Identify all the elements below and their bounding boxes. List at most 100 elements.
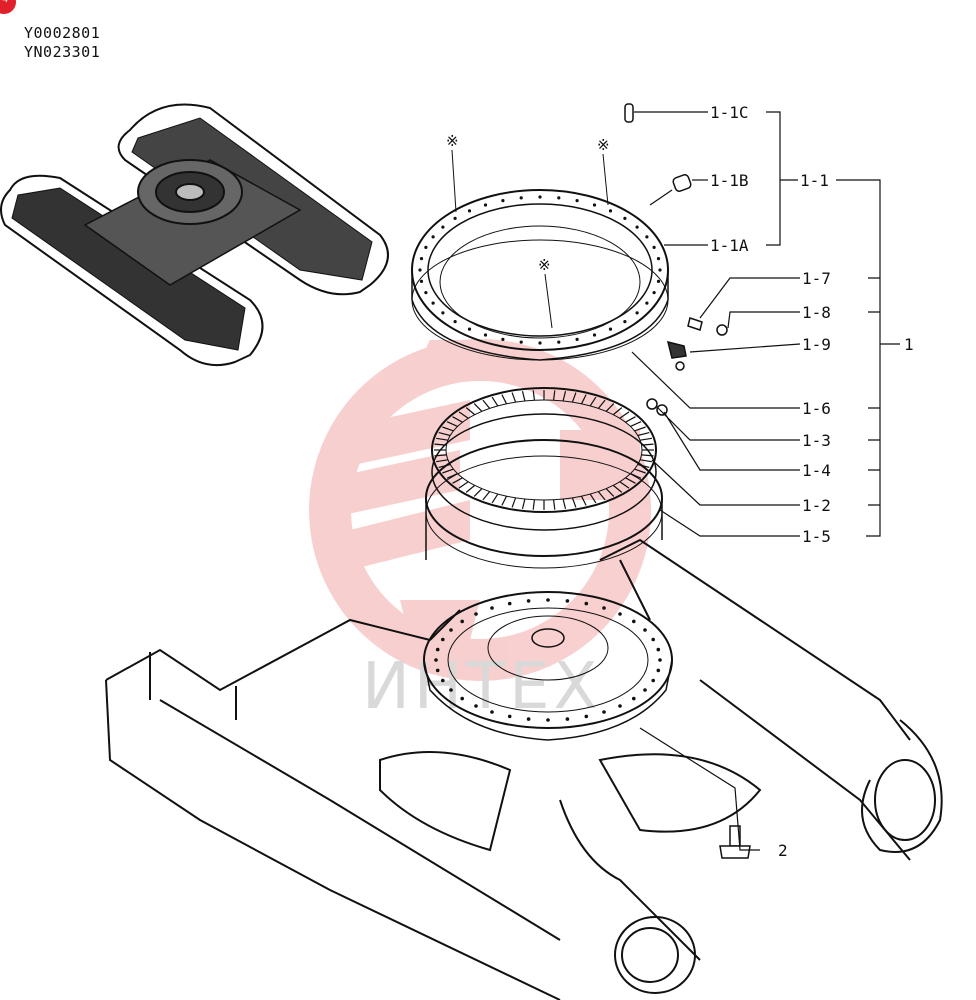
bolt-hole [474, 612, 478, 616]
bolt-hole [467, 327, 472, 331]
gear-tooth [438, 463, 451, 468]
bolt-hole [651, 678, 655, 683]
bolt-2 [719, 825, 751, 859]
bolt-hole [575, 199, 579, 203]
gear-tooth [571, 392, 577, 403]
bolt-hole [453, 320, 457, 324]
bolt-hole [618, 612, 622, 616]
bolt-hole [546, 718, 550, 722]
turntable-bolt-holes [434, 598, 662, 722]
bolt-hole [623, 216, 627, 220]
bolt-hole [645, 301, 649, 305]
gear-tooth [619, 411, 630, 419]
bolt-hole [592, 203, 597, 207]
bolt-hole [632, 696, 636, 701]
callout-1-5: 1-5 [802, 527, 831, 546]
page-badge-number: 4 [2, 0, 8, 5]
gear-tooth [465, 484, 476, 493]
bolt-hole [635, 311, 639, 315]
callout-1-7: 1-7 [802, 269, 831, 288]
gear-tooth [597, 399, 606, 409]
gear-tooth [521, 498, 526, 509]
bolt-hole [643, 688, 647, 692]
balls-1-3-1-4 [646, 398, 668, 416]
asterisk-mark-center: ※ [538, 256, 551, 274]
gear-tooth [589, 493, 597, 504]
bolt-hole [501, 199, 505, 203]
bolt-hole [526, 717, 531, 721]
bolt-hole [602, 710, 606, 714]
gear-tooth [612, 407, 623, 416]
bolt-hole [483, 203, 488, 207]
gear-tooth [446, 421, 458, 427]
gear-tooth [491, 493, 499, 504]
bolt-hole [651, 637, 655, 642]
callout-1-1a: 1-1A [710, 236, 749, 255]
document-code-2: YN023301 [24, 43, 101, 61]
bolt-hole [546, 598, 550, 602]
gear-tooth [625, 416, 636, 423]
bolt-hole [435, 668, 440, 673]
callout-1-2: 1-2 [802, 496, 831, 515]
undercarriage-inset [0, 103, 389, 366]
gear-tooth [580, 495, 587, 506]
bolt-hole [656, 257, 661, 261]
gear-tooth [473, 488, 483, 497]
callout-1-1c: 1-1C [710, 103, 749, 122]
gear-tooth [637, 463, 650, 468]
asterisk-leader-center [544, 273, 553, 329]
bolt-hole [652, 291, 656, 295]
callout-1: 1 [904, 335, 914, 354]
gear-tooth [438, 432, 451, 437]
gear-tooth [641, 443, 654, 446]
bolt-hole [645, 235, 649, 239]
bolt-hole [608, 209, 613, 213]
gear-tooth [482, 399, 491, 409]
gear-tooth [553, 499, 556, 510]
bolt-hole [434, 658, 438, 662]
bolt-hole [441, 225, 445, 229]
bolt-hole [435, 647, 440, 652]
bolt-hole [635, 225, 639, 229]
bolt-hole [652, 245, 656, 249]
bolt-hole [565, 599, 570, 603]
gear-tooth [641, 454, 654, 457]
gear-tooth [434, 443, 447, 446]
bolt-hole [602, 606, 606, 610]
callout-1-1b: 1-1B [710, 171, 749, 190]
gear-tooth [511, 497, 517, 508]
bolt-hole [557, 340, 561, 344]
gear-tooth [630, 421, 642, 427]
gear-tooth [562, 498, 567, 509]
bolt-hole [460, 619, 465, 624]
gear-tooth [458, 411, 469, 419]
gear-tooth [482, 491, 491, 501]
gear-tooth [605, 403, 615, 412]
document-code-1: Y0002801 [24, 24, 101, 42]
gear-tooth [619, 481, 630, 489]
gear-tooth [458, 481, 469, 489]
gear-tooth [597, 491, 606, 501]
bolt-hole [441, 637, 445, 642]
outer-ring-bolt-holes [418, 195, 662, 345]
bolt-hole [519, 340, 523, 344]
plug-1-1b [672, 174, 692, 192]
bolt-hole [490, 606, 494, 610]
gear-tooth [434, 454, 447, 457]
bolt-hole [656, 668, 661, 673]
gear-tooth [553, 390, 556, 401]
bolt-hole [460, 696, 465, 701]
gear-tooth [589, 396, 597, 407]
page-badge: 4 [0, 0, 16, 14]
bolt-hole [453, 216, 457, 220]
gear-tooth [511, 392, 517, 403]
callout-1-6: 1-6 [802, 399, 831, 418]
bolt-hole [474, 704, 478, 708]
bolt-hole [656, 279, 661, 283]
watermark-text: ИНТЕХ [362, 650, 601, 724]
bolt-hole [431, 235, 435, 239]
bolt-hole [656, 647, 661, 652]
gear-tooth [436, 459, 448, 463]
